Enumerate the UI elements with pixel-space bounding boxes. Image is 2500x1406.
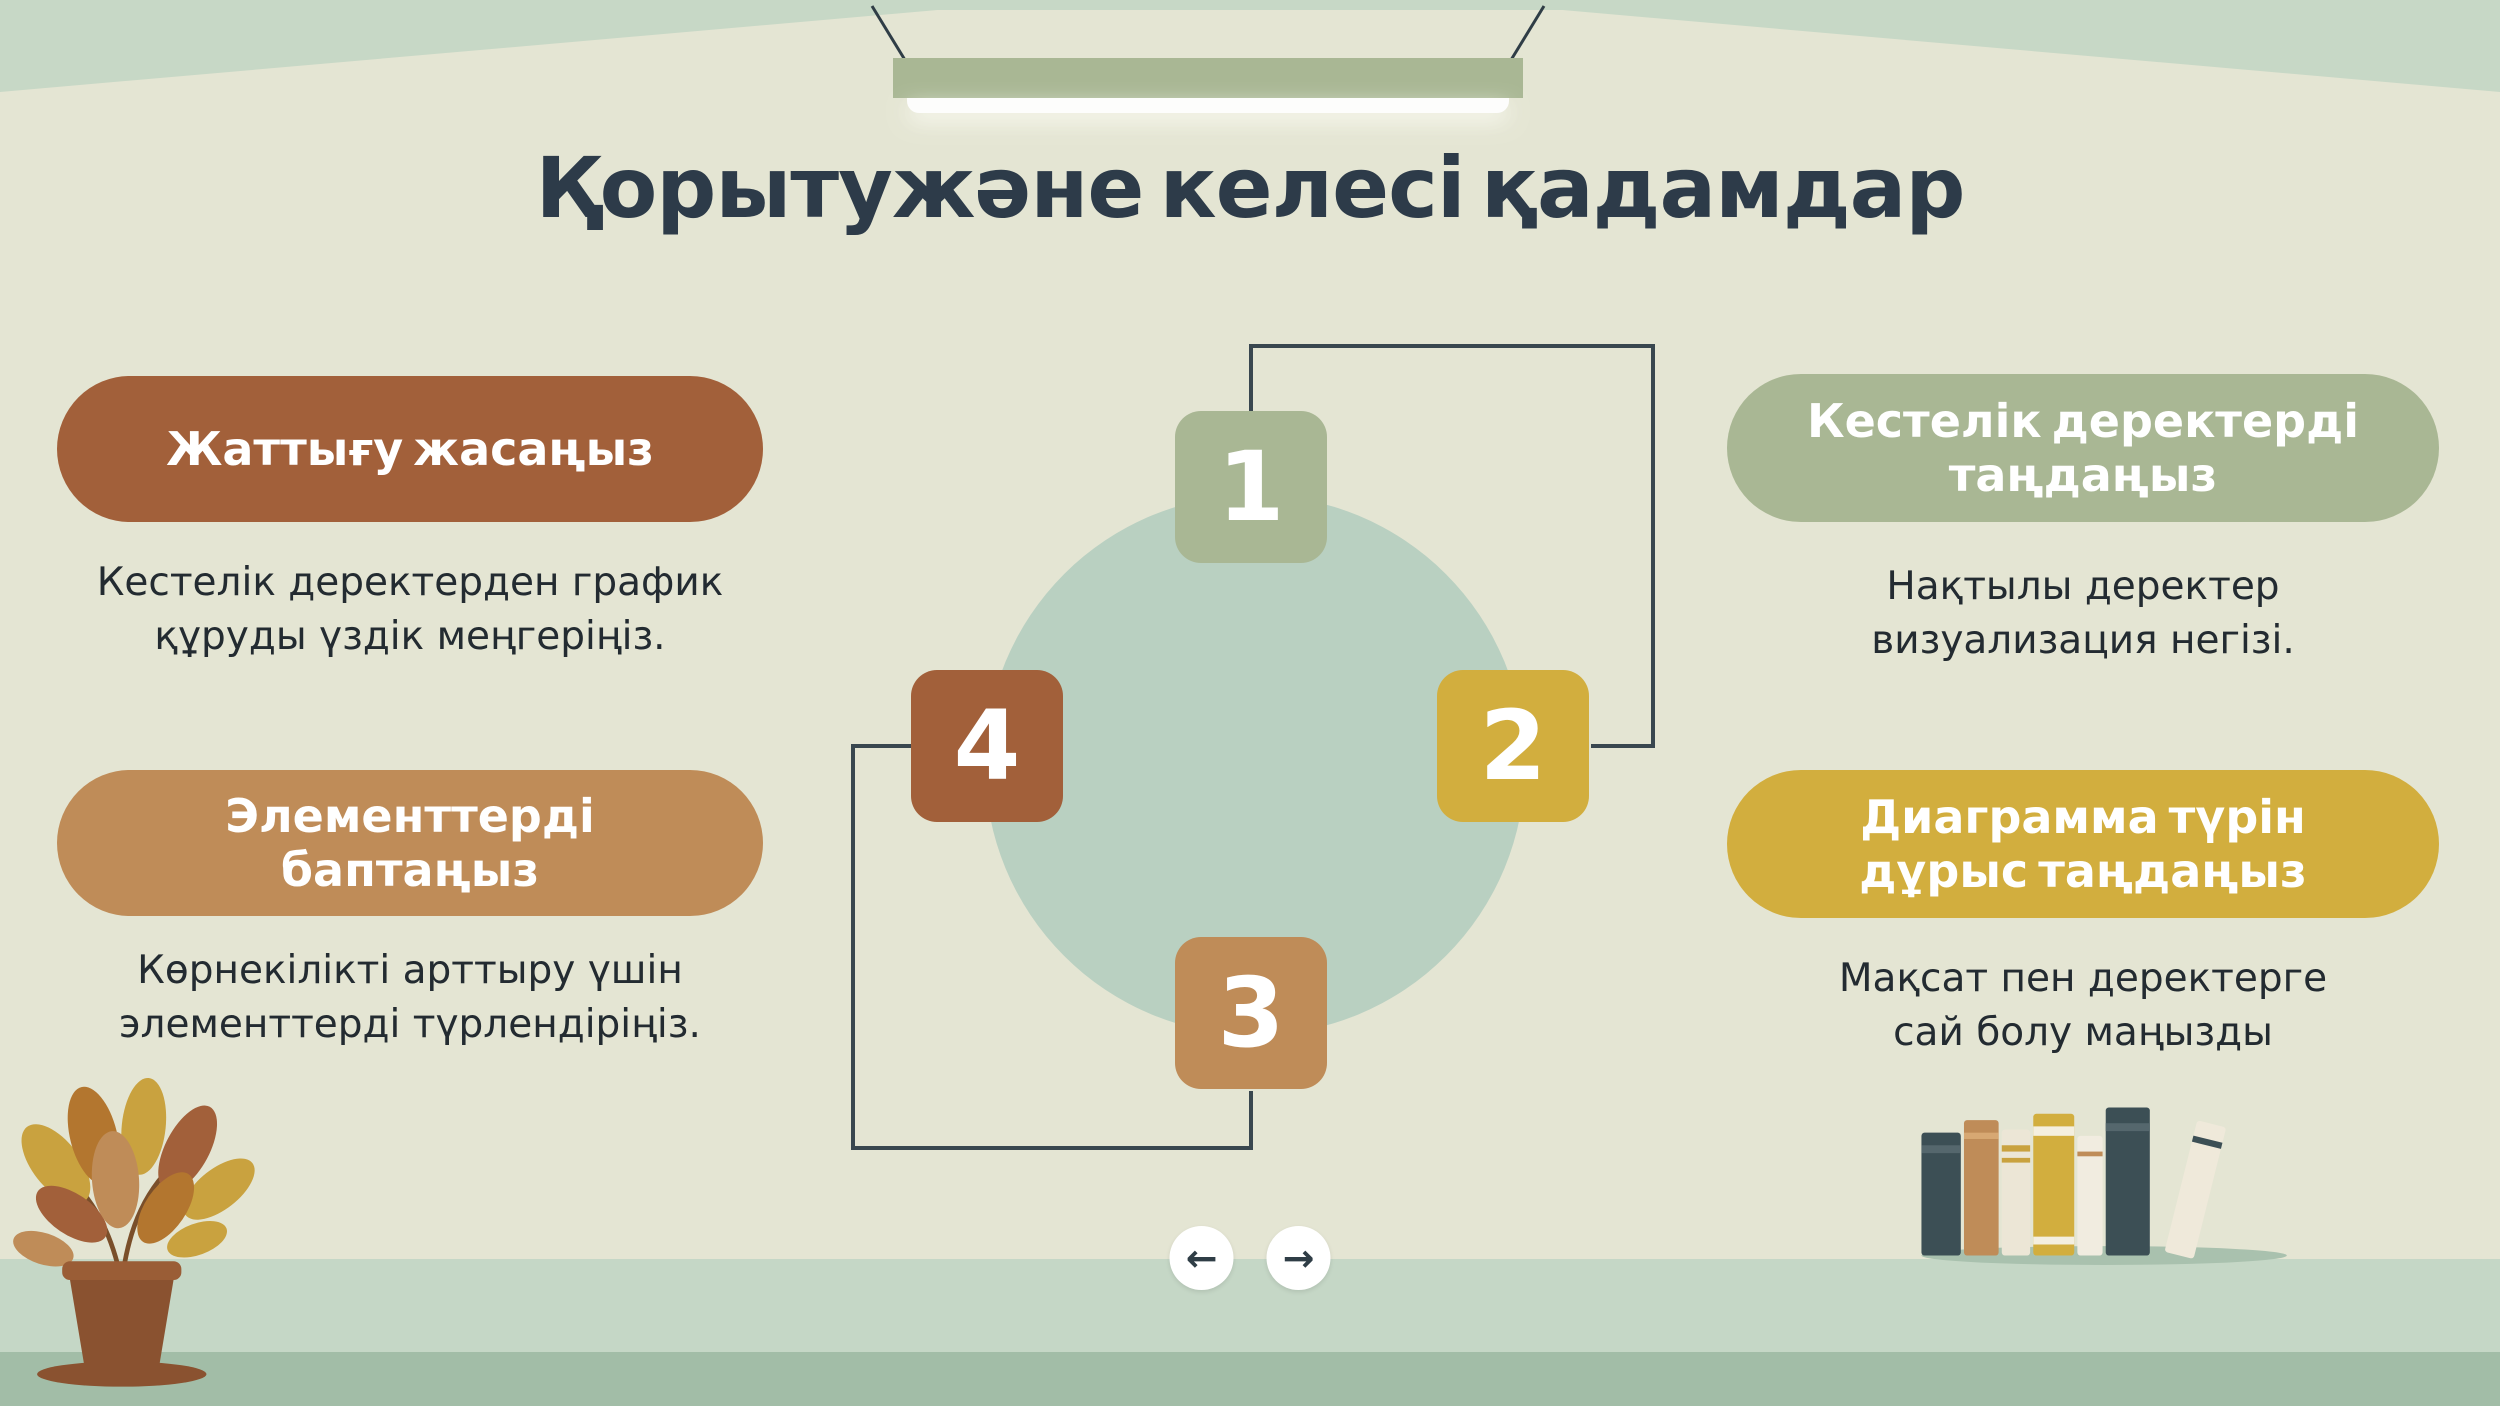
step-3-badge: 3 [1175, 937, 1327, 1089]
left-arrow-icon: ← [1185, 1236, 1218, 1280]
ceiling-lamp-icon [893, 58, 1523, 113]
step-1-title: Кестелік деректерді таңдаңыз [1806, 393, 2360, 502]
step-4-number: 4 [953, 690, 1021, 802]
step-2-badge: 2 [1437, 670, 1589, 822]
slide-nav: ← → [1169, 1226, 1331, 1290]
step-3-description: Көрнекілікті арттыру үшін элементтерді т… [119, 948, 701, 1047]
step-2-number: 2 [1479, 690, 1547, 802]
step-4-title: Жаттығу жасаңыз [166, 421, 654, 476]
next-slide-button[interactable]: → [1266, 1226, 1331, 1290]
slide-title: Қорытужәне келесі қадамдар [535, 139, 1966, 237]
step-3-title: Элементтерді баптаңыз [225, 788, 595, 897]
table-surface [0, 1259, 2500, 1353]
step-3-number: 3 [1217, 957, 1285, 1069]
step-1-badge: 1 [1175, 411, 1327, 563]
prev-slide-button[interactable]: ← [1169, 1226, 1234, 1290]
step-1-description: Нақтылы деректер визуализация негізі. [1871, 564, 2295, 663]
step-4-description: Кестелік деректерден график құруды үздік… [96, 560, 724, 659]
lamp-light [907, 98, 1509, 113]
step-1-pill: Кестелік деректерді таңдаңыз [1727, 374, 2439, 522]
step-2-pill: Диаграмма түрін дұрыс таңдаңыз [1727, 770, 2439, 918]
right-arrow-icon: → [1282, 1236, 1315, 1280]
table-front-edge [0, 1352, 2500, 1406]
step-2-description: Мақсат пен деректерге сай болу маңызды [1838, 956, 2328, 1055]
step-4-pill: Жаттығу жасаңыз [57, 376, 763, 522]
books-illustration [1921, 1107, 2287, 1265]
step-1-number: 1 [1217, 431, 1285, 543]
step-2-title: Диаграмма түрін дұрыс таңдаңыз [1859, 789, 2307, 898]
step-4-badge: 4 [911, 670, 1063, 822]
step-3-pill: Элементтерді баптаңыз [57, 770, 763, 916]
plant-illustration [13, 1077, 255, 1387]
